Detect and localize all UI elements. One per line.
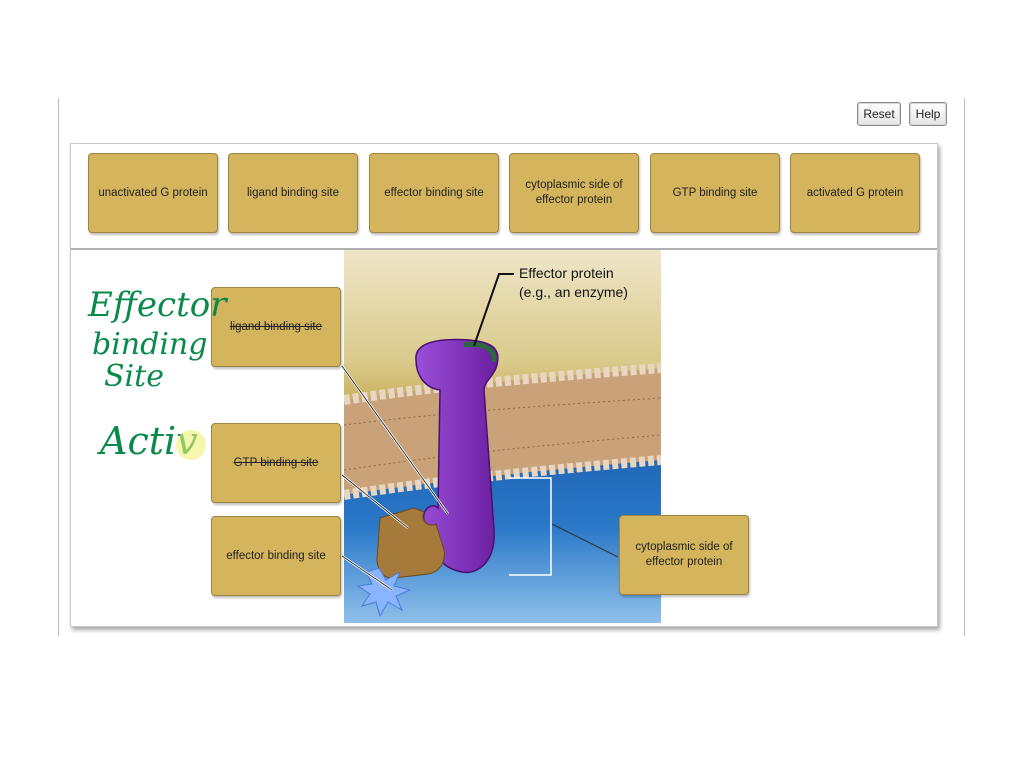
handwritten-note-site: Site: [104, 359, 164, 394]
help-button[interactable]: Help: [909, 102, 947, 126]
pen-cursor-highlight: [176, 430, 206, 460]
placed-label-ligand-binding-site[interactable]: ligand binding site: [211, 287, 341, 367]
spark-shape: [356, 567, 412, 618]
placed-label-effector-binding-site[interactable]: effector binding site: [211, 516, 341, 596]
effector-protein-figure: Effector protein (e.g., an enzyme): [344, 250, 661, 623]
bank-label-activated-g-protein[interactable]: activated G protein: [790, 153, 920, 233]
bank-label-effector-binding-site[interactable]: effector binding site: [369, 153, 499, 233]
bank-label-gtp-binding-site[interactable]: GTP binding site: [650, 153, 780, 233]
right-frame-line: [964, 98, 965, 636]
reset-button[interactable]: Reset: [857, 102, 901, 126]
protein-edge-highlight: [463, 341, 497, 363]
bank-label-cytoplasmic-side[interactable]: cytoplasmic side of effector protein: [509, 153, 639, 233]
label-bank: unactivated G protein ligand binding sit…: [71, 144, 937, 250]
placed-label-cytoplasmic-side[interactable]: cytoplasmic side of effector protein: [619, 515, 749, 595]
bank-label-ligand-binding-site[interactable]: ligand binding site: [228, 153, 358, 233]
handwritten-note-effector: Effector: [88, 285, 227, 325]
left-frame-line: [58, 98, 59, 636]
effector-caption: Effector protein (e.g., an enzyme): [519, 264, 628, 302]
placed-label-text: GTP binding site: [233, 456, 319, 469]
handwritten-note-binding: binding: [92, 327, 208, 362]
placed-label-text: effector binding site: [226, 549, 326, 562]
cytoplasmic-bracket: [509, 477, 552, 576]
placed-label-text: ligand binding site: [229, 320, 323, 333]
effector-caption-line1: Effector protein: [519, 265, 614, 281]
effector-protein-shape: [415, 338, 499, 574]
placed-label-gtp-binding-site[interactable]: GTP binding site: [211, 423, 341, 503]
effector-caption-line2: (e.g., an enzyme): [519, 284, 628, 300]
bank-label-unactivated-g-protein[interactable]: unactivated G protein: [88, 153, 218, 233]
placed-label-text: cytoplasmic side of effector protein: [635, 541, 733, 568]
effector-caption-leader: [473, 273, 514, 347]
figure-svg: [344, 250, 661, 623]
